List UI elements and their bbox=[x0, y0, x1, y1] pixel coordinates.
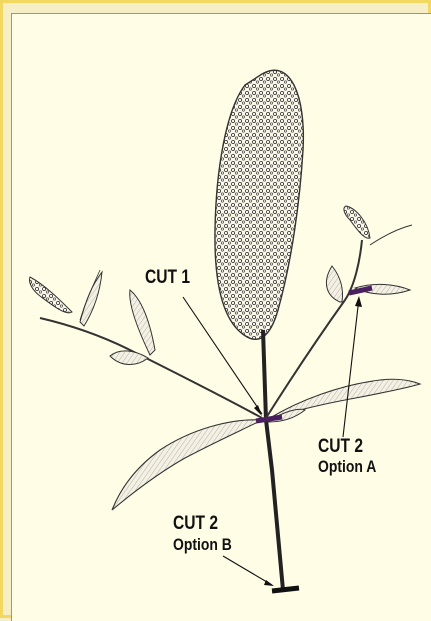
small-left-leaf bbox=[110, 351, 148, 365]
cut-2-option-a-title: CUT 2 bbox=[318, 437, 363, 456]
cut-2-option-b-mark bbox=[272, 588, 299, 591]
lower-left-leaf bbox=[112, 420, 262, 510]
upper-right-leaf-a bbox=[326, 266, 342, 302]
cut-2-option-a-option: Option A bbox=[318, 458, 376, 475]
cut-1-label: CUT 1 bbox=[145, 268, 190, 287]
right-tip-curl bbox=[370, 225, 412, 245]
right-flower-tip bbox=[344, 206, 370, 238]
cut-2-option-a-leader-arrow bbox=[343, 296, 362, 437]
cut-2-option-b-option: Option B bbox=[173, 536, 232, 553]
left-tip-leaf bbox=[80, 272, 102, 326]
left-flower-tip bbox=[29, 277, 72, 313]
cut-2-option-b-leader-arrow bbox=[223, 556, 274, 586]
upper-left-leaf bbox=[130, 290, 155, 355]
cut-2-option-b-title: CUT 2 bbox=[173, 514, 218, 533]
main-stem bbox=[263, 330, 283, 590]
main-flower-spike bbox=[215, 70, 303, 339]
